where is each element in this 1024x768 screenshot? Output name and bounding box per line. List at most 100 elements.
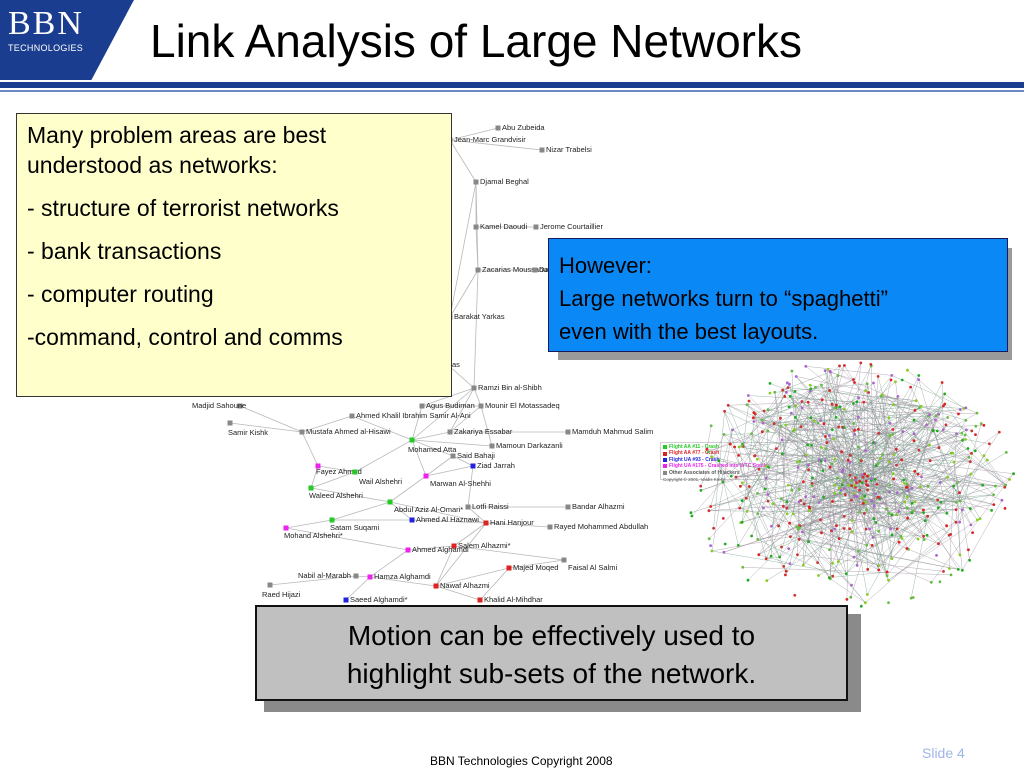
motion-line-1: Motion can be effectively used to xyxy=(347,620,756,651)
network-node-label: Samir Kishk xyxy=(228,428,268,437)
network-edge xyxy=(301,431,319,467)
network-node xyxy=(329,517,335,523)
network-edge xyxy=(453,545,565,561)
network-node xyxy=(299,429,305,435)
network-edge xyxy=(421,387,475,407)
network-node-label: Said Bahaji xyxy=(457,451,495,460)
network-edge xyxy=(473,269,479,389)
intro-text-part-2: understood as networks: xyxy=(27,152,278,178)
network-edge xyxy=(285,527,409,551)
network-node-label: Ahmed Khalil Ibrahim Samir Al-Ani xyxy=(356,411,471,420)
network-node xyxy=(473,179,479,185)
network-node-label: Raed Hijazi xyxy=(262,590,301,599)
network-node-label: Jean-Marc Grandvisir xyxy=(454,135,526,144)
network-edge xyxy=(389,475,427,503)
network-node xyxy=(343,597,349,603)
spaghetti-nodes xyxy=(689,361,1015,608)
network-node xyxy=(533,224,539,230)
network-edge xyxy=(479,567,510,601)
network-node xyxy=(447,429,453,435)
network-edge xyxy=(475,226,479,271)
network-node xyxy=(352,469,358,475)
network-edge xyxy=(369,576,437,587)
network-edge xyxy=(310,465,319,489)
network-edge xyxy=(411,405,423,441)
network-node-label: Abdul Aziz Al-Omari* xyxy=(394,505,463,514)
network-node xyxy=(367,574,373,580)
problem-areas-intro: Many problem areas are best understood as… xyxy=(27,120,441,180)
legend-swatch xyxy=(663,445,667,450)
network-node xyxy=(433,583,439,589)
motion-line-2: highlight sub-sets of the network. xyxy=(346,658,757,689)
network-node-label: Ziad Jarrah xyxy=(477,461,515,470)
network-edge xyxy=(310,487,391,503)
network-node-label: Mohand Alshehri* xyxy=(284,531,343,540)
network-node-label: Waleed Alshehri xyxy=(309,491,363,500)
network-node-label: Barakat Yarkas xyxy=(454,312,505,321)
network-node xyxy=(506,565,512,571)
network-node xyxy=(315,463,321,469)
network-node-label: Hani Hanjour xyxy=(490,518,534,527)
legend-entry: Flight AA #77 - Crash xyxy=(663,450,781,456)
network-node xyxy=(473,224,479,230)
network-node xyxy=(477,597,483,603)
network-edge xyxy=(508,559,565,569)
logo-sweep xyxy=(75,0,140,80)
network-node-label: Kamel Daoudi xyxy=(480,222,527,231)
network-node xyxy=(565,429,571,435)
network-edge xyxy=(449,387,475,433)
bbn-logo: BBN TECHNOLOGIES xyxy=(0,0,140,80)
network-node-label: Mounir El Motassadeq xyxy=(485,401,560,410)
network-edge xyxy=(449,139,477,183)
bullet-terrorist-networks: - structure of terrorist networks xyxy=(27,195,339,221)
network-edge xyxy=(435,585,481,601)
intro-text-part-1: Many problem areas are best xyxy=(27,122,327,148)
legend-entry: Flight AA #11 - Crash xyxy=(663,444,781,450)
network-node-label: Salem Alhazmi* xyxy=(458,541,511,550)
network-node xyxy=(267,582,273,588)
network-edge xyxy=(435,522,487,587)
network-node xyxy=(489,443,495,449)
network-node-label: as xyxy=(452,360,460,369)
however-heading: However: xyxy=(559,253,652,278)
network-node-label: Ahmed Al Haznawi xyxy=(416,515,479,524)
bullet-bank-transactions: - bank transactions xyxy=(27,238,222,264)
network-node xyxy=(470,463,476,469)
network-edge xyxy=(447,364,475,389)
logo-subtitle: TECHNOLOGIES xyxy=(8,43,84,53)
network-node xyxy=(423,473,429,479)
motion-box: Motion can be effectively used to highli… xyxy=(255,605,848,701)
network-node-label: Nabil al-Marabh xyxy=(298,571,351,580)
network-node xyxy=(405,547,411,553)
network-edge xyxy=(407,545,455,551)
legend-label: Other Associates of Hijackers xyxy=(669,469,740,476)
network-node-label: Jerome Courtaillier xyxy=(540,222,603,231)
network-node-label: Ahmed Alghamdi xyxy=(412,545,469,554)
network-node xyxy=(450,453,456,459)
network-node-label: Satam Suqami xyxy=(330,523,380,532)
network-edge xyxy=(425,465,474,477)
network-edge xyxy=(229,422,303,433)
network-edge xyxy=(473,387,482,407)
network-edge xyxy=(389,501,487,524)
logo-wordmark: BBN xyxy=(8,5,84,42)
spaghetti-edges xyxy=(690,362,1014,603)
network-node-label: Abu Zubeida xyxy=(502,123,545,132)
network-edge xyxy=(310,471,356,489)
network-node xyxy=(561,557,567,563)
network-edge xyxy=(449,139,543,151)
network-edge xyxy=(411,519,487,524)
network-node-label: Mamoun Darkazanli xyxy=(496,441,563,450)
network-edge xyxy=(449,269,479,318)
network-node-label: Nawaf Alhazmi xyxy=(440,581,490,590)
network-edge xyxy=(269,575,357,586)
network-node xyxy=(483,520,489,526)
network-node-label: Lotfi Raissi xyxy=(472,502,509,511)
network-node-label: Fayez Ahmed xyxy=(316,467,362,476)
large-network-spaghetti xyxy=(689,361,1015,608)
network-node xyxy=(419,403,425,409)
network-edge xyxy=(354,439,413,473)
legend-copyright: Copyright © 2001, Valdis Krebs xyxy=(663,477,726,483)
network-edge xyxy=(411,439,454,457)
